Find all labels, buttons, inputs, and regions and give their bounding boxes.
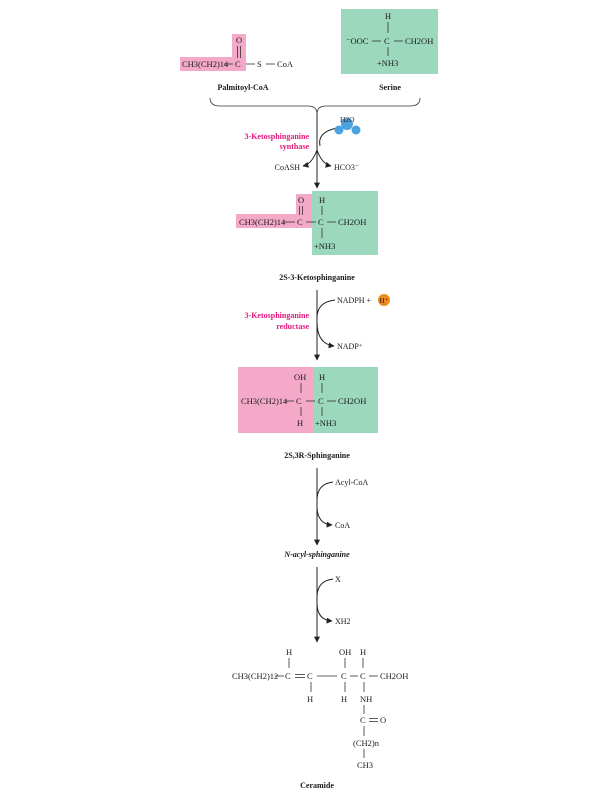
keto-h: H (319, 195, 325, 205)
palmitoyl-coa-group: CoA (277, 59, 294, 69)
sphing-pink-highlight (238, 367, 314, 433)
nadph-label: NADPH + (337, 296, 372, 305)
ceramide-ch3: CH3 (357, 760, 373, 770)
sphinganine-label: 2S,3R-Sphinganine (284, 451, 350, 460)
ceramide-c2: C (307, 671, 313, 681)
nadp-label: NADP⁺ (337, 342, 363, 351)
sphing-ch2oh: CH2OH (338, 396, 366, 406)
palmitoyl-pink-highlight (180, 57, 234, 71)
sphing-c1: C (296, 396, 302, 406)
serine-alpha-carbon: C (384, 36, 390, 46)
reactant-brace (209, 97, 421, 115)
keto-pink-highlight (236, 214, 308, 228)
palmitoyl-sulfur: S (257, 59, 262, 69)
palmitoyl-carbonyl-o: O (236, 35, 242, 45)
palmitoyl-coa-label: Palmitoyl-CoA (217, 83, 268, 92)
water-in-arrow (319, 127, 338, 147)
ceramide-ch2oh: CH2OH (380, 671, 408, 681)
serine-green-highlight (341, 9, 438, 74)
ceramide-amide-oxygen: O (380, 715, 386, 725)
step1-enzyme-line1: 3-Ketosphinganine (245, 132, 310, 141)
n-acyl-sphinganine-label: N-acyl-sphinganine (283, 550, 350, 559)
bicarbonate-label: HCO3⁻ (334, 163, 359, 172)
x-label: X (335, 575, 341, 584)
keto-c2: C (318, 217, 324, 227)
ketosphinganine-label: 2S-3-Ketosphinganine (279, 273, 355, 282)
serine-label: Serine (379, 83, 401, 92)
sphing-green-highlight (314, 367, 378, 433)
keto-tail: CH3(CH2)14 (239, 217, 286, 227)
ceramide-label: Ceramide (300, 781, 334, 790)
sphing-amine: +NH3 (315, 418, 336, 428)
keto-c1: C (297, 217, 303, 227)
ceramide-h3: H (307, 694, 313, 704)
palmitoyl-carbonyl-highlight (232, 34, 246, 71)
keto-green-highlight (312, 191, 378, 255)
nadp-out-arrow (316, 321, 335, 349)
ceramide-h4: H (341, 694, 347, 704)
palmitoyl-carbon: C (235, 59, 241, 69)
coash-out-arrow (302, 149, 318, 168)
serine-h: H (385, 11, 391, 21)
palmitoyl-tail: CH3(CH2)14 (182, 59, 229, 69)
ceramide-c4: C (360, 671, 366, 681)
coa-label: CoA (335, 521, 350, 530)
proton-icon (378, 294, 390, 306)
keto-pink-highlight-top (296, 194, 312, 228)
step1-enzyme-line2: synthase (280, 142, 310, 151)
step2-enzyme-line2: reductase (276, 322, 309, 331)
ceramide-chain: (CH2)n (353, 738, 380, 748)
bicarbonate-out-arrow (316, 149, 332, 168)
coa-out-arrow (316, 505, 333, 528)
serine-ch2oh: CH2OH (405, 36, 433, 46)
ceramide-tail: CH3(CH2)12 (232, 671, 278, 681)
sphing-oh: OH (294, 372, 306, 382)
ceramide-h2: H (360, 647, 366, 657)
sphing-h-top: H (319, 372, 325, 382)
sphing-h-bottom: H (297, 418, 303, 428)
serine-carboxylate: ⁻OOC (346, 36, 369, 46)
keto-amine: +NH3 (314, 241, 335, 251)
sphing-c2: C (318, 396, 324, 406)
xh2-out-arrow (316, 602, 333, 624)
ceramide-amide-carbon: C (360, 715, 366, 725)
nadph-in-arrow (316, 299, 336, 319)
acylcoa-in-arrow (316, 481, 334, 501)
water-label: H2O (340, 115, 355, 124)
water-molecule-icon: H2O (334, 115, 361, 135)
serine-amine: +NH3 (377, 58, 398, 68)
ceramide-c1: C (285, 671, 291, 681)
step2-enzyme-line1: 3-Ketosphinganine (245, 311, 310, 320)
coash-label: CoASH (275, 163, 301, 172)
keto-carbonyl-o: O (298, 195, 304, 205)
keto-ch2oh: CH2OH (338, 217, 366, 227)
sphing-tail: CH3(CH2)14 (241, 396, 288, 406)
ceramide-nh: NH (360, 694, 372, 704)
x-in-arrow (316, 578, 334, 598)
acylcoa-label: Acyl-CoA (335, 478, 369, 487)
ceramide-oh: OH (339, 647, 351, 657)
ceramide-h1: H (286, 647, 292, 657)
ceramide-c3: C (341, 671, 347, 681)
xh2-label: XH2 (335, 617, 351, 626)
proton-label: H⁺ (380, 297, 389, 305)
